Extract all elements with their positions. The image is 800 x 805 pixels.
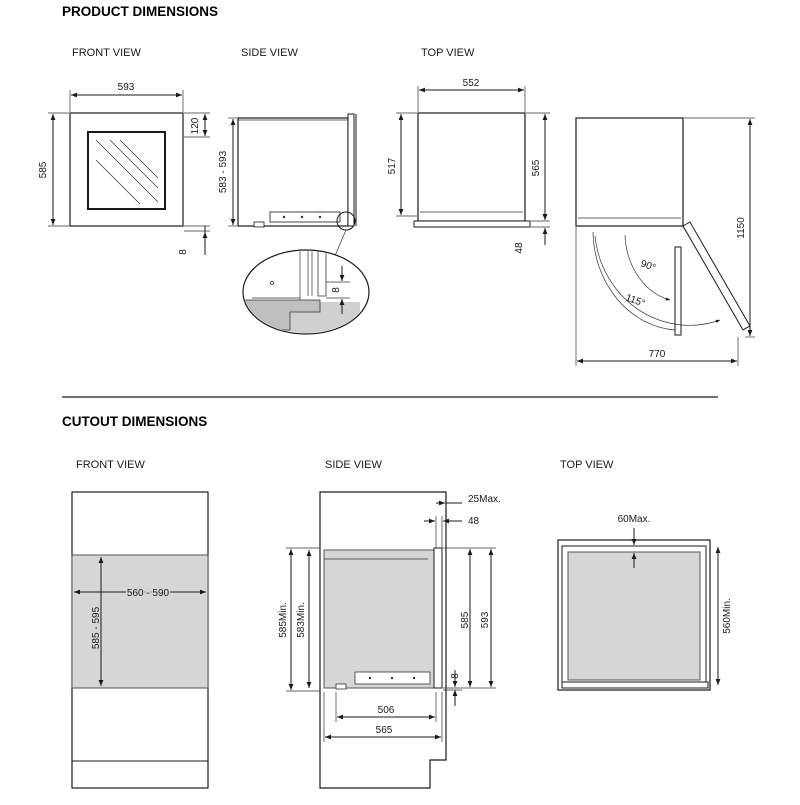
product-front-view: 593 585 120 8 <box>38 82 210 255</box>
product-side-detail: 8 <box>242 249 370 335</box>
top-60max-label: 60Max. <box>618 514 651 525</box>
front-top-offset-label: 120 <box>190 117 201 134</box>
product-side-view: 583 - 593 <box>218 113 357 259</box>
front-height-label: 585 <box>38 161 49 178</box>
top-560min-label: 560Min. <box>722 598 733 634</box>
top-depth-left-label: 517 <box>387 157 398 174</box>
cutout-front-width-label: 560 - 590 <box>127 588 170 599</box>
top-overhang-label: 48 <box>514 242 525 254</box>
detail-gap-label: 8 <box>331 287 342 293</box>
cutout-top-view: 60Max. 560Min. <box>557 514 733 691</box>
product-top-view: 552 517 565 48 <box>387 78 550 254</box>
cutout-front-view: 560 - 590 585 - 595 <box>71 491 209 789</box>
product-dimensions-title: PRODUCT DIMENSIONS <box>62 4 218 19</box>
product-front-view-label: FRONT VIEW <box>72 47 141 59</box>
top-open-width-label: 770 <box>649 349 666 360</box>
angle-90-label: 90° <box>639 258 657 274</box>
product-top-view-label: TOP VIEW <box>421 47 475 59</box>
cutout-top-view-label: TOP VIEW <box>560 459 614 471</box>
top-width-label: 552 <box>463 78 480 89</box>
front-width-label: 593 <box>118 82 135 93</box>
side-rear-gap-label: 25Max. <box>468 494 501 505</box>
top-depth-right-label: 565 <box>531 159 542 176</box>
side-rear-48-label: 48 <box>468 516 480 527</box>
cutout-front-view-label: FRONT VIEW <box>76 459 145 471</box>
side-585-min-label: 585Min. <box>278 602 289 638</box>
product-side-view-label: SIDE VIEW <box>241 47 298 59</box>
side-8-label: 8 <box>450 673 461 679</box>
side-583-min-label: 583Min. <box>296 602 307 638</box>
cutout-side-view: 25Max. 48 585Min. 583Min. 585 593 8 506 <box>278 491 501 789</box>
top-open-depth-label: 1150 <box>736 217 747 239</box>
front-bottom-gap-label: 8 <box>178 249 189 255</box>
side-height-label: 583 - 593 <box>218 150 229 193</box>
cutout-dimensions-title: CUTOUT DIMENSIONS <box>62 414 207 429</box>
side-585-label: 585 <box>460 611 471 628</box>
side-565-label: 565 <box>376 725 393 736</box>
cutout-front-height-label: 585 - 595 <box>91 606 102 649</box>
product-top-open-view: 90° 115° 1150 770 <box>575 117 755 366</box>
cutout-side-view-label: SIDE VIEW <box>325 459 382 471</box>
side-506-label: 506 <box>378 705 395 716</box>
side-593-label: 593 <box>480 611 491 628</box>
